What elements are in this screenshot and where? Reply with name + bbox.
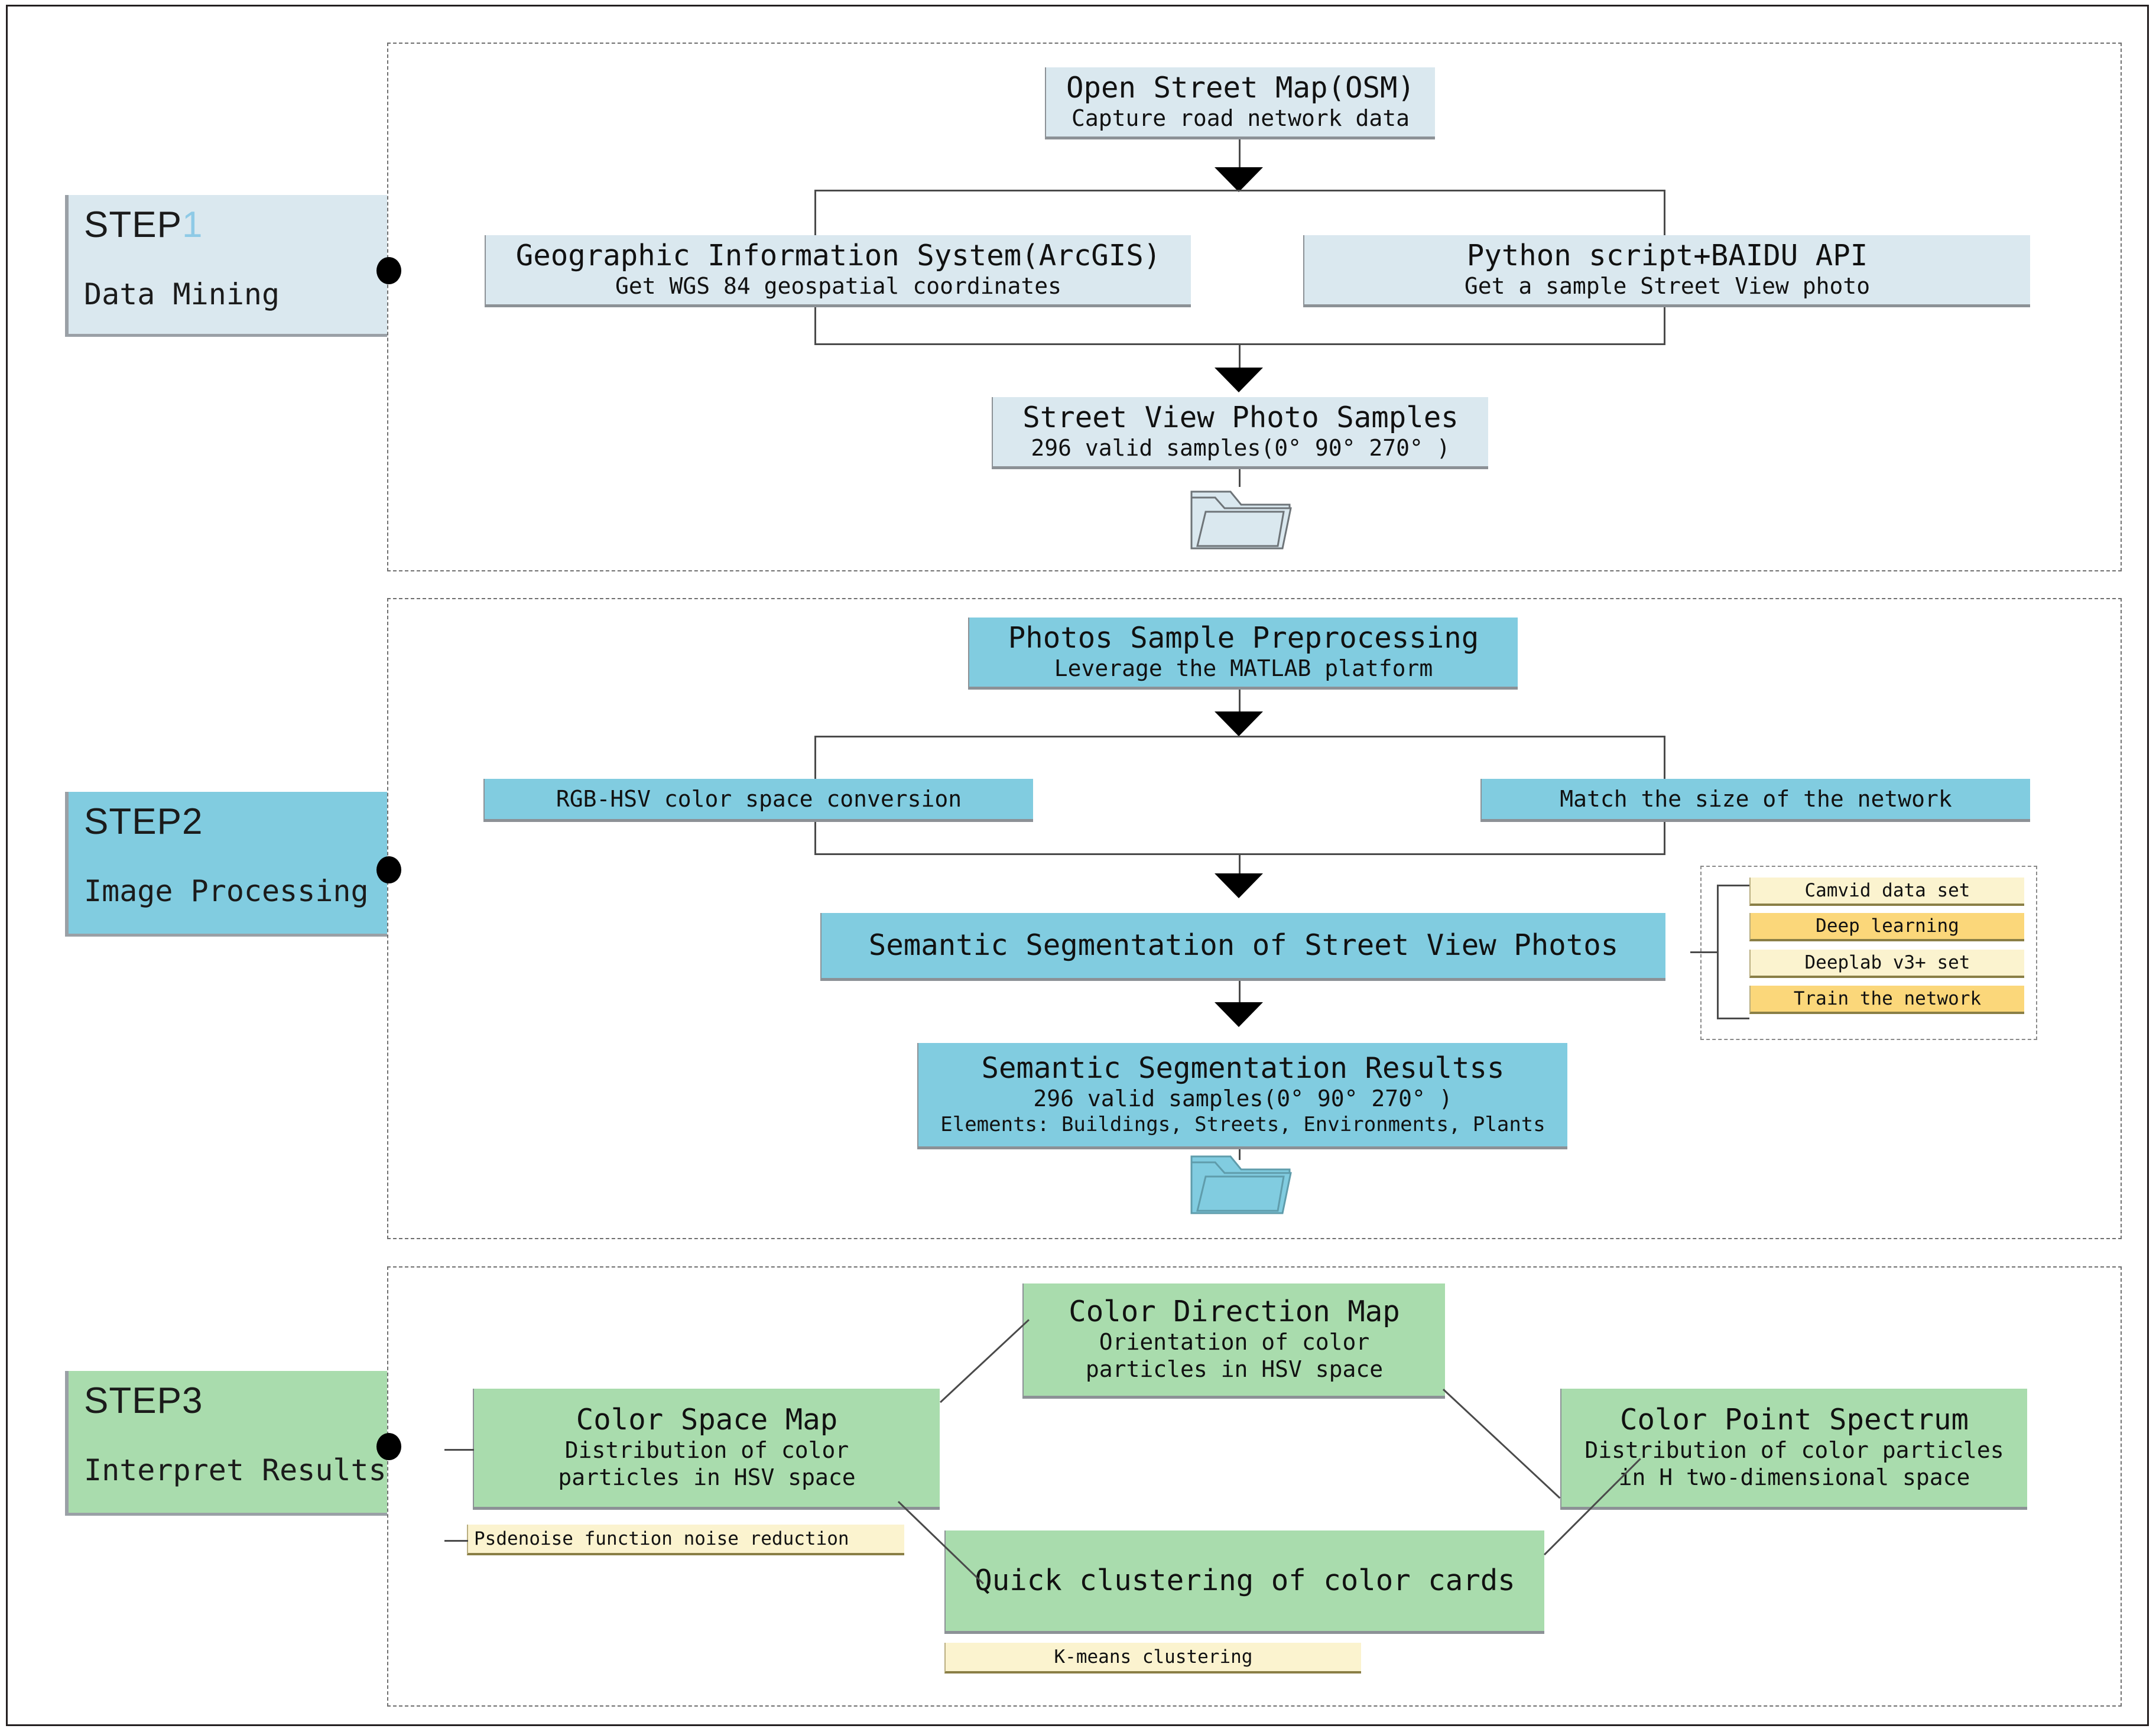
step3-colorspace-connector — [444, 1449, 474, 1451]
connector-step2-row2-split — [814, 736, 1665, 737]
node-match-network-size-title: Match the size of the network — [1560, 785, 1952, 812]
node-rgb-hsv-conversion-title: RGB-HSV color space conversion — [556, 785, 962, 812]
node-color-point-spectrum[interactable]: Color Point Spectrum Distribution of col… — [1560, 1389, 2027, 1510]
node-segmentation-results[interactable]: Semantic Segmentation Resultss 296 valid… — [917, 1043, 1567, 1149]
connector-matchsize-down — [1664, 822, 1665, 854]
node-segmentation-results-samples: 296 valid samples(0° 90° 270° ) — [1033, 1086, 1453, 1112]
sidebar-item-train-the-network[interactable]: Train the network — [1749, 986, 2024, 1014]
connector-step2-merge-center — [1239, 853, 1241, 883]
step3-anchor-dot — [376, 1433, 401, 1460]
node-color-space-map[interactable]: Color Space Map Distribution of color pa… — [473, 1389, 940, 1510]
node-street-view-photo-samples[interactable]: Street View Photo Samples 296 valid samp… — [992, 397, 1488, 469]
node-python-baidu-api[interactable]: Python script+BAIDU API Get a sample Str… — [1303, 235, 2030, 307]
sidebar-item-deep-learning-label: Deep learning — [1816, 915, 1959, 937]
node-quick-clustering[interactable]: Quick clustering of color cards — [944, 1530, 1544, 1634]
step1-panel — [387, 43, 2122, 571]
connector-osm-down — [1239, 139, 1241, 178]
step3-subtitle: Interpret Results — [84, 1453, 387, 1488]
folder-icon — [1189, 1149, 1293, 1219]
node-color-space-map-line3: particles in HSV space — [558, 1464, 856, 1491]
node-color-direction-map-title: Color Direction Map — [1069, 1295, 1400, 1329]
arrow-to-results — [1215, 1002, 1263, 1027]
sidebar-item-deeplab-v3-set-label: Deeplab v3+ set — [1804, 952, 1970, 973]
step2-side-label: STEP2 Image Processing — [65, 792, 387, 937]
node-open-street-map-title: Open Street Map(OSM) — [1066, 70, 1415, 105]
node-match-network-size[interactable]: Match the size of the network — [1480, 779, 2030, 822]
folder-icon — [1189, 485, 1293, 554]
node-color-direction-map-line2: Orientation of color — [1099, 1329, 1370, 1356]
step1-title: STEP1 — [84, 206, 387, 244]
arrow-to-samples — [1215, 368, 1263, 392]
step2-title-number: 2 — [181, 801, 203, 842]
sidebar-item-train-the-network-label: Train the network — [1793, 988, 1982, 1009]
connector-preprocessing-down — [1239, 690, 1241, 722]
arrow-to-segmentation — [1215, 873, 1263, 898]
step3-panel — [387, 1266, 2122, 1707]
node-photos-sample-preprocessing[interactable]: Photos Sample Preprocessing Leverage the… — [968, 618, 1518, 690]
connector-split-right-down — [1664, 190, 1665, 255]
node-color-direction-map-line3: particles in HSV space — [1085, 1356, 1384, 1383]
sidebar-item-camvid-data-set-label: Camvid data set — [1804, 880, 1970, 901]
connector-rgbhsv-down — [814, 822, 816, 854]
step2-subtitle: Image Processing — [84, 874, 369, 909]
deep-learning-bracket-stub — [1690, 951, 1719, 953]
node-python-baidu-api-title: Python script+BAIDU API — [1466, 238, 1868, 272]
step1-title-number: 1 — [181, 204, 203, 245]
node-color-direction-map[interactable]: Color Direction Map Orientation of color… — [1022, 1283, 1445, 1399]
node-color-point-spectrum-line2: Distribution of color particles — [1584, 1437, 2004, 1464]
connector-python-down — [1664, 307, 1665, 344]
node-rgb-hsv-conversion[interactable]: RGB-HSV color space conversion — [483, 779, 1033, 822]
connector-row2-split — [814, 190, 1665, 191]
arrow-osm-to-row2 — [1215, 167, 1263, 192]
annotation-kmeans[interactable]: K-means clustering — [944, 1643, 1361, 1673]
node-color-point-spectrum-line3: in H two-dimensional space — [1618, 1464, 1970, 1491]
node-arcgis-title: Geographic Information System(ArcGIS) — [515, 238, 1161, 272]
connector-step2-split-right — [1664, 736, 1665, 781]
sidebar-item-camvid-data-set[interactable]: Camvid data set — [1749, 878, 2024, 906]
node-arcgis-subtitle: Get WGS 84 geospatial coordinates — [615, 272, 1061, 299]
node-color-space-map-line2: Distribution of color — [564, 1437, 849, 1464]
annotation-psdenoise[interactable]: Psdenoise function noise reduction — [467, 1525, 904, 1555]
node-semantic-segmentation-title: Semantic Segmentation of Street View Pho… — [868, 928, 1619, 962]
node-color-space-map-title: Color Space Map — [576, 1403, 838, 1437]
connector-results-to-folder2 — [1239, 1149, 1241, 1160]
node-segmentation-results-title: Semantic Segmentation Resultss — [981, 1051, 1505, 1086]
sidebar-item-deeplab-v3-set[interactable]: Deeplab v3+ set — [1749, 950, 2024, 978]
step3-title-number: 3 — [181, 1380, 203, 1421]
step1-anchor-dot — [376, 257, 401, 284]
annotation-kmeans-label: K-means clustering — [1054, 1646, 1253, 1668]
step2-title: STEP2 — [84, 802, 387, 841]
node-semantic-segmentation[interactable]: Semantic Segmentation of Street View Pho… — [820, 913, 1665, 981]
node-open-street-map-subtitle: Capture road network data — [1071, 105, 1410, 131]
step1-subtitle: Data Mining — [84, 277, 280, 312]
step3-title-prefix: STEP — [84, 1380, 182, 1421]
node-street-view-photo-samples-subtitle: 296 valid samples(0° 90° 270° ) — [1031, 434, 1450, 461]
node-color-point-spectrum-title: Color Point Spectrum — [1619, 1403, 1969, 1437]
deep-learning-bracket — [1717, 885, 1749, 1019]
step3-title: STEP3 — [84, 1382, 387, 1420]
step2-anchor-dot — [376, 856, 401, 883]
node-open-street-map[interactable]: Open Street Map(OSM) Capture road networ… — [1045, 67, 1435, 139]
connector-step2-split-left — [814, 736, 816, 781]
node-arcgis[interactable]: Geographic Information System(ArcGIS) Ge… — [485, 235, 1191, 307]
step1-title-prefix: STEP — [84, 204, 182, 245]
arrow-preprocessing-split — [1215, 711, 1263, 736]
node-photos-sample-preprocessing-subtitle: Leverage the MATLAB platform — [1054, 655, 1433, 681]
node-quick-clustering-title: Quick clustering of color cards — [975, 1563, 1515, 1597]
node-python-baidu-api-subtitle: Get a sample Street View photo — [1464, 272, 1871, 299]
step2-panel — [387, 598, 2122, 1239]
connector-merge-center-down — [1239, 343, 1241, 379]
sidebar-item-deep-learning[interactable]: Deep learning — [1749, 913, 2024, 941]
node-photos-sample-preprocessing-title: Photos Sample Preprocessing — [1008, 620, 1479, 655]
annotation-psdenoise-label: Psdenoise function noise reduction — [474, 1528, 849, 1549]
connector-arcgis-down — [814, 307, 816, 344]
step2-title-prefix: STEP — [84, 801, 182, 842]
connector-samples-to-folder1 — [1239, 469, 1241, 487]
node-segmentation-results-elements: Elements: Buildings, Streets, Environmen… — [940, 1112, 1545, 1136]
step1-side-label: STEP1 Data Mining — [65, 195, 387, 337]
node-street-view-photo-samples-title: Street View Photo Samples — [1022, 400, 1459, 434]
step3-side-label: STEP3 Interpret Results — [65, 1371, 387, 1516]
connector-segmentation-down — [1239, 981, 1241, 1012]
psdenoise-connector — [444, 1540, 468, 1542]
